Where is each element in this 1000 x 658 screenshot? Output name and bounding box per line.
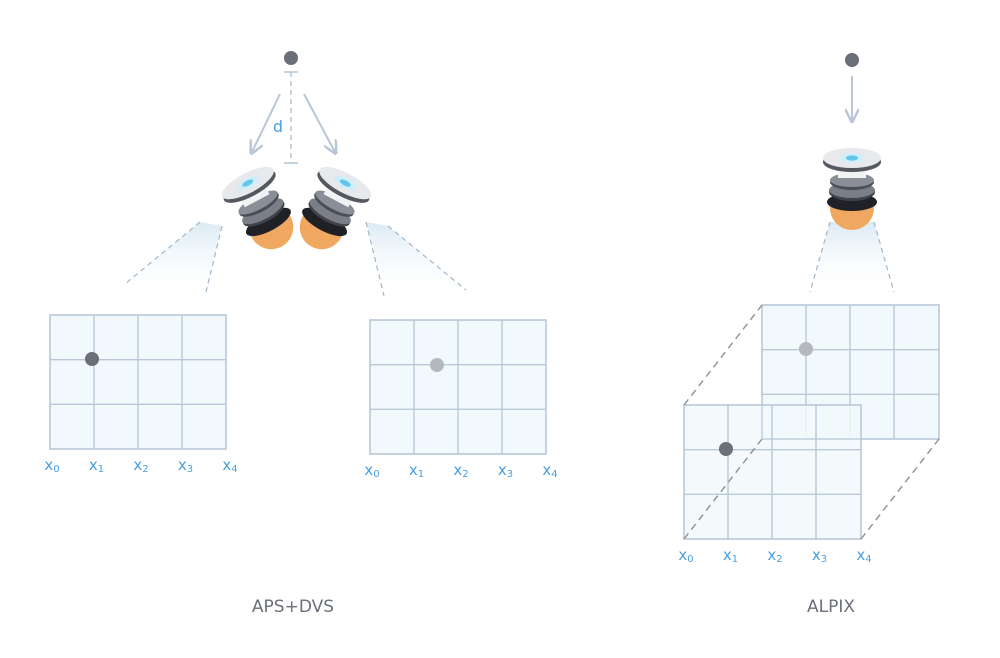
- alpix-setup: x0 x1 x2 x3 x4 ALPIX: [678, 53, 940, 617]
- tick-label: x3: [812, 546, 827, 565]
- tick-label: x2: [767, 546, 782, 565]
- point-source-icon: [284, 51, 298, 65]
- tick-label: x4: [856, 546, 871, 565]
- sensor-grid-right: x0 x1 x2 x3 x4: [364, 319, 558, 480]
- tick-label: x2: [453, 461, 468, 480]
- camera-icon: [217, 160, 308, 261]
- event-point: [430, 358, 444, 372]
- sensor-grid-left: x0 x1 x2 x3 x4: [44, 314, 238, 475]
- tick-label: x3: [498, 461, 513, 480]
- camera-beam: [366, 222, 466, 296]
- point-source-icon: [845, 53, 859, 67]
- caption-aps-dvs: APS+DVS: [252, 597, 334, 617]
- camera-beam: [125, 222, 222, 296]
- tick-label: x0: [44, 456, 59, 475]
- event-point: [719, 442, 733, 456]
- tick-label: x1: [723, 546, 738, 565]
- sensor-grid-front: x0 x1 x2 x3 x4: [678, 404, 872, 565]
- tick-label: x3: [178, 456, 193, 475]
- event-point: [799, 342, 813, 356]
- tick-label: x2: [133, 456, 148, 475]
- tick-label: x0: [678, 546, 693, 565]
- camera-beam: [810, 222, 894, 292]
- tick-label: x4: [542, 461, 557, 480]
- tick-label: x1: [409, 461, 424, 480]
- distance-marker: d: [273, 71, 298, 164]
- tick-label: x0: [364, 461, 379, 480]
- event-point: [85, 352, 99, 366]
- camera-icon: [285, 160, 376, 261]
- aps-dvs-setup: d x0 x1 x2 x3 x4: [44, 51, 558, 617]
- camera-icon: [823, 148, 881, 230]
- caption-alpix: ALPIX: [807, 597, 855, 617]
- cube-edges: [683, 304, 940, 540]
- arrow-icon: [252, 93, 281, 152]
- arrow-icon: [303, 93, 335, 152]
- tick-label: x4: [222, 456, 237, 475]
- tick-label: x1: [89, 456, 104, 475]
- distance-label: d: [273, 117, 283, 136]
